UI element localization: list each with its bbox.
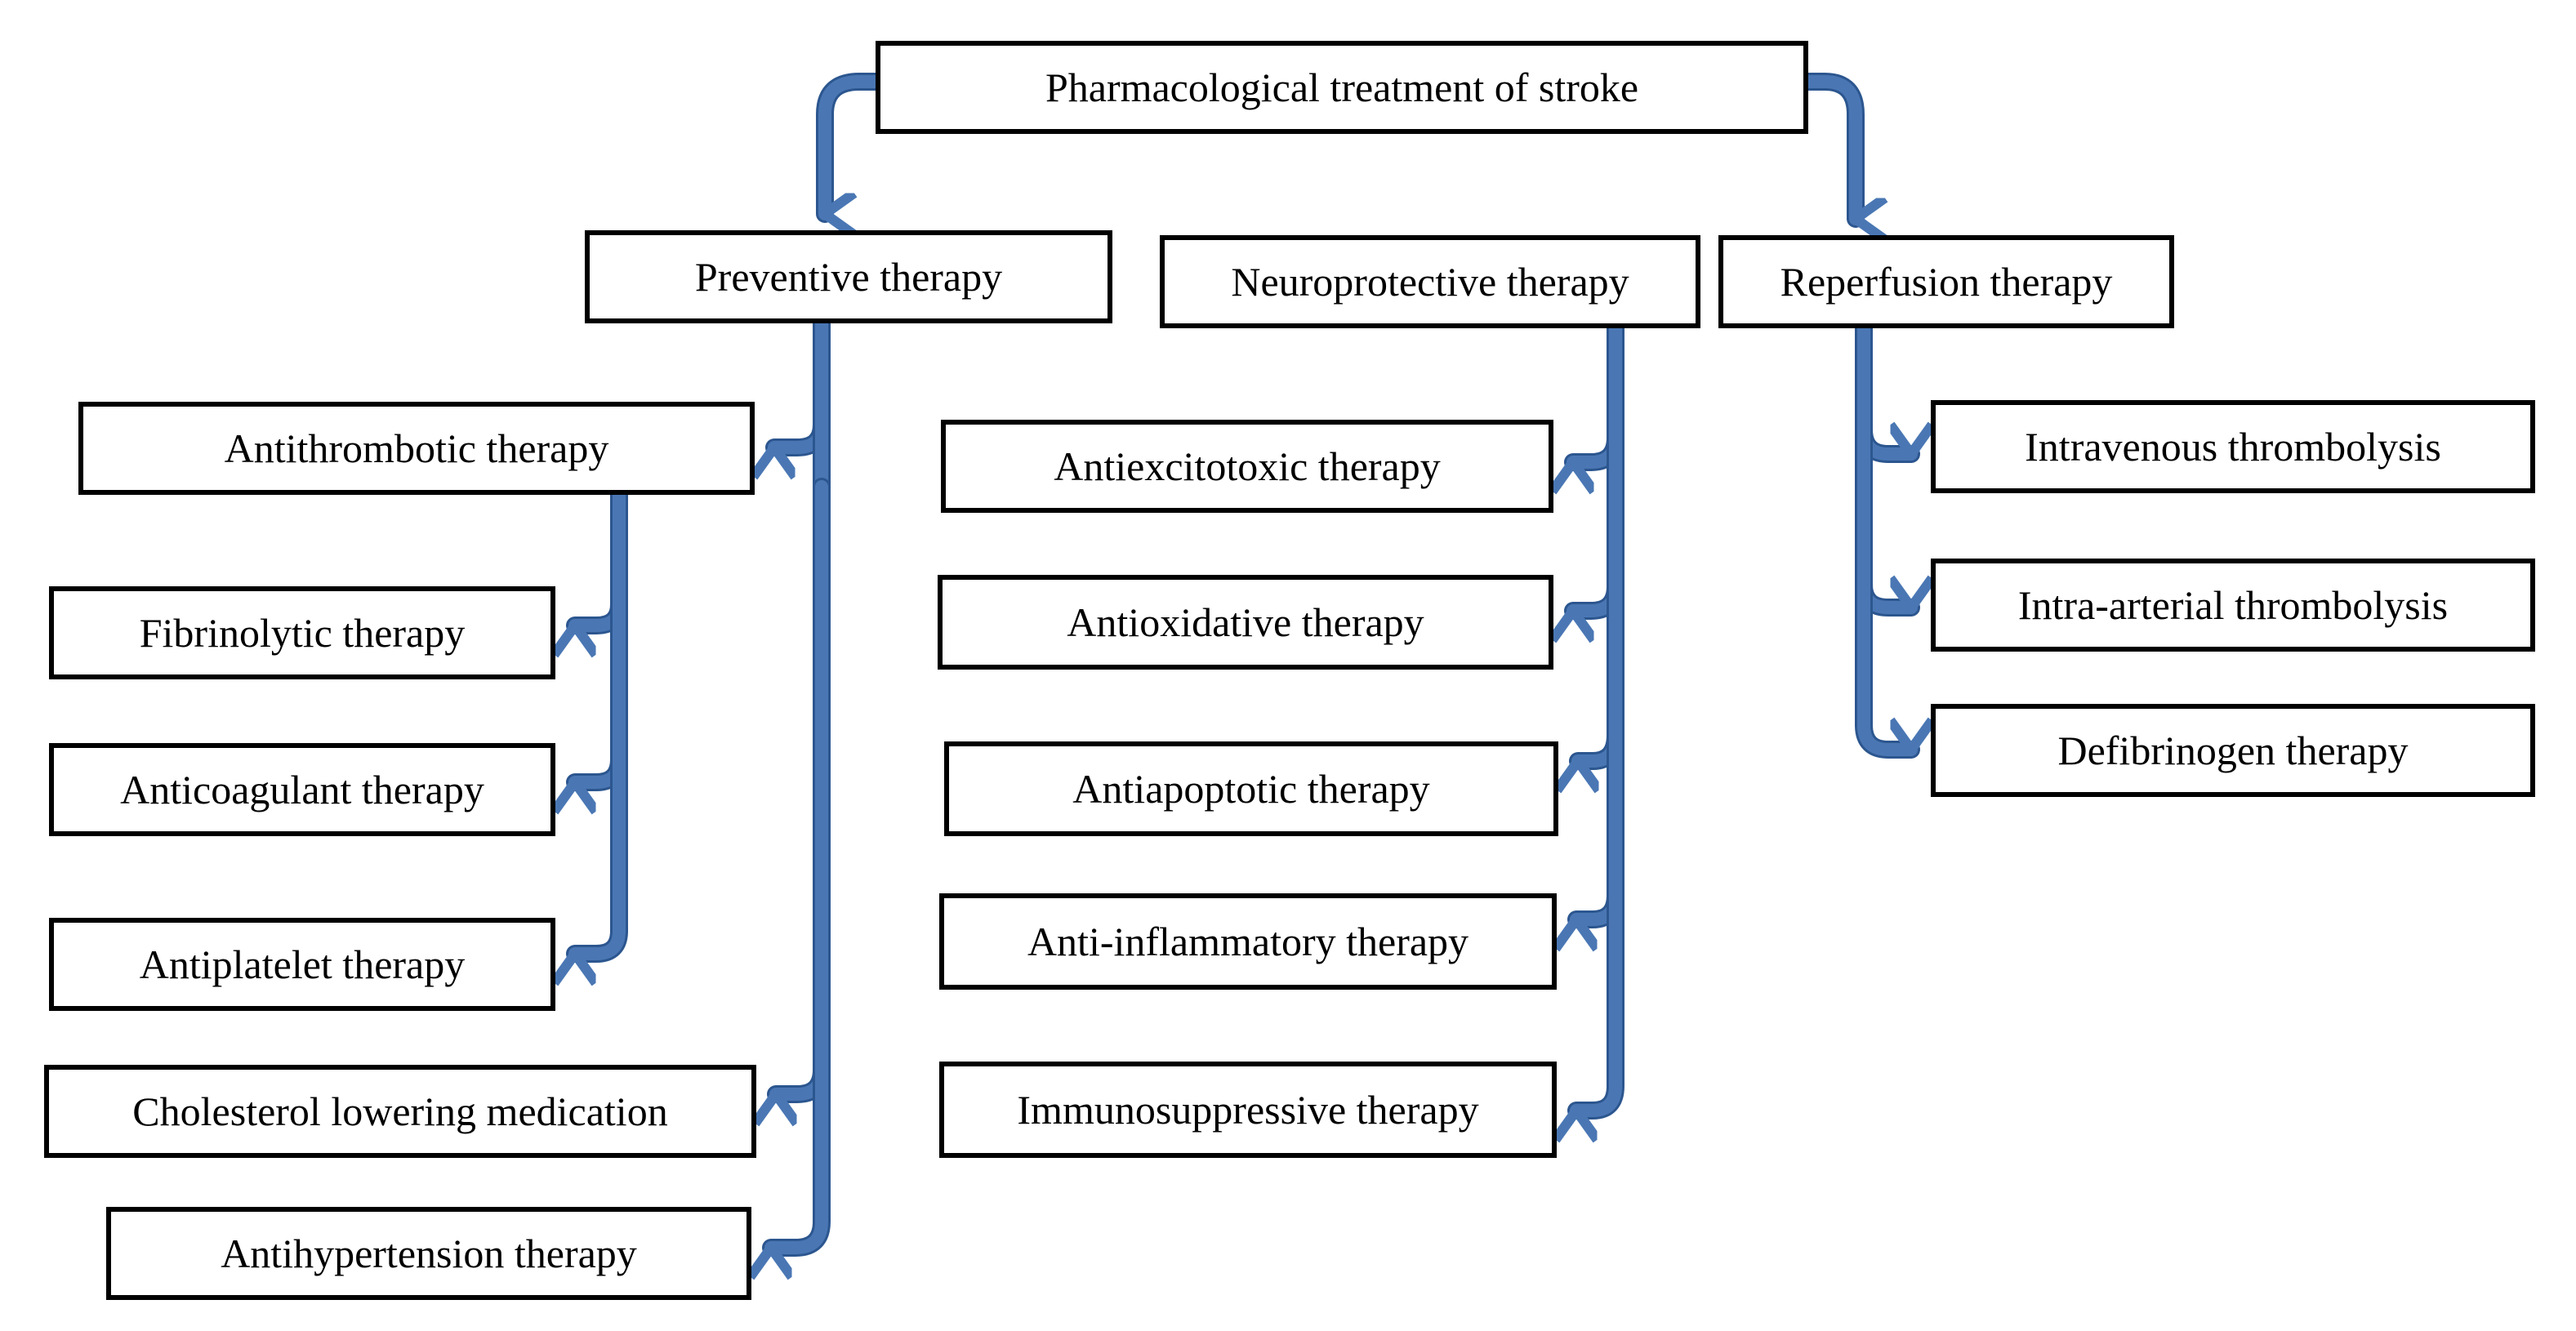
cholesterol-lowering-node: Cholesterol lowering medication bbox=[44, 1065, 756, 1158]
antioxidative-therapy-label: Antioxidative therapy bbox=[1067, 599, 1424, 645]
antioxidative-therapy-node: Antioxidative therapy bbox=[938, 575, 1553, 670]
root-node: Pharmacological treatment of stroke bbox=[876, 41, 1808, 134]
fibrinolytic-therapy-label: Fibrinolytic therapy bbox=[139, 610, 466, 656]
cholesterol-lowering-label: Cholesterol lowering medication bbox=[132, 1088, 668, 1134]
connector-to-antihypertension bbox=[771, 480, 828, 1248]
connector-root-to-preventive bbox=[818, 75, 882, 214]
connector-root-to-reperfusion bbox=[1802, 75, 1856, 219]
anti-inflammatory-therapy-node: Anti-inflammatory therapy bbox=[939, 893, 1557, 990]
immunosuppressive-therapy-node: Immunosuppressive therapy bbox=[939, 1062, 1557, 1158]
anti-inflammatory-therapy-label: Anti-inflammatory therapy bbox=[1027, 919, 1469, 964]
antiplatelet-therapy-node: Antiplatelet therapy bbox=[49, 918, 555, 1011]
antiplatelet-therapy-label: Antiplatelet therapy bbox=[139, 941, 466, 987]
intravenous-thrombolysis-label: Intravenous thrombolysis bbox=[2025, 424, 2441, 470]
reperfusion-therapy-label: Reperfusion therapy bbox=[1780, 259, 2113, 305]
antiapoptotic-therapy-label: Antiapoptotic therapy bbox=[1072, 766, 1430, 812]
antiexcitotoxic-therapy-label: Antiexcitotoxic therapy bbox=[1054, 443, 1441, 489]
immunosuppressive-therapy-label: Immunosuppressive therapy bbox=[1017, 1087, 1479, 1133]
antihypertension-therapy-label: Antihypertension therapy bbox=[221, 1231, 637, 1276]
connector-to-defibrinogen-outline bbox=[1855, 319, 1920, 759]
root-label: Pharmacological treatment of stroke bbox=[1045, 65, 1639, 110]
connector-to-antiplatelet bbox=[575, 488, 626, 954]
antiapoptotic-therapy-node: Antiapoptotic therapy bbox=[944, 741, 1558, 836]
anticoagulant-therapy-label: Anticoagulant therapy bbox=[120, 767, 484, 812]
connector-to-immunosuppressive bbox=[1576, 322, 1622, 1111]
reperfusion-therapy-node: Reperfusion therapy bbox=[1718, 235, 2174, 328]
defibrinogen-therapy-label: Defibrinogen therapy bbox=[2057, 728, 2409, 773]
antithrombotic-therapy-label: Antithrombotic therapy bbox=[224, 425, 609, 471]
preventive-therapy-node: Preventive therapy bbox=[585, 230, 1112, 323]
anticoagulant-therapy-node: Anticoagulant therapy bbox=[49, 743, 555, 836]
neuroprotective-therapy-node: Neuroprotective therapy bbox=[1160, 235, 1700, 328]
connector-to-defibrinogen bbox=[1857, 322, 1911, 756]
preventive-therapy-label: Preventive therapy bbox=[694, 254, 1003, 300]
intravenous-thrombolysis-node: Intravenous thrombolysis bbox=[1931, 400, 2535, 493]
defibrinogen-therapy-node: Defibrinogen therapy bbox=[1931, 704, 2535, 797]
intra-arterial-thrombolysis-label: Intra-arterial thrombolysis bbox=[2017, 582, 2449, 628]
antiexcitotoxic-therapy-node: Antiexcitotoxic therapy bbox=[941, 420, 1553, 513]
antihypertension-therapy-node: Antihypertension therapy bbox=[106, 1207, 751, 1300]
intra-arterial-thrombolysis-node: Intra-arterial thrombolysis bbox=[1931, 559, 2535, 652]
connector-to-antiplatelet-outline bbox=[566, 486, 628, 963]
antithrombotic-therapy-node: Antithrombotic therapy bbox=[78, 402, 755, 495]
connector-to-antihypertension-outline bbox=[762, 478, 831, 1257]
fibrinolytic-therapy-node: Fibrinolytic therapy bbox=[49, 586, 555, 679]
neuroprotective-therapy-label: Neuroprotective therapy bbox=[1231, 259, 1629, 305]
